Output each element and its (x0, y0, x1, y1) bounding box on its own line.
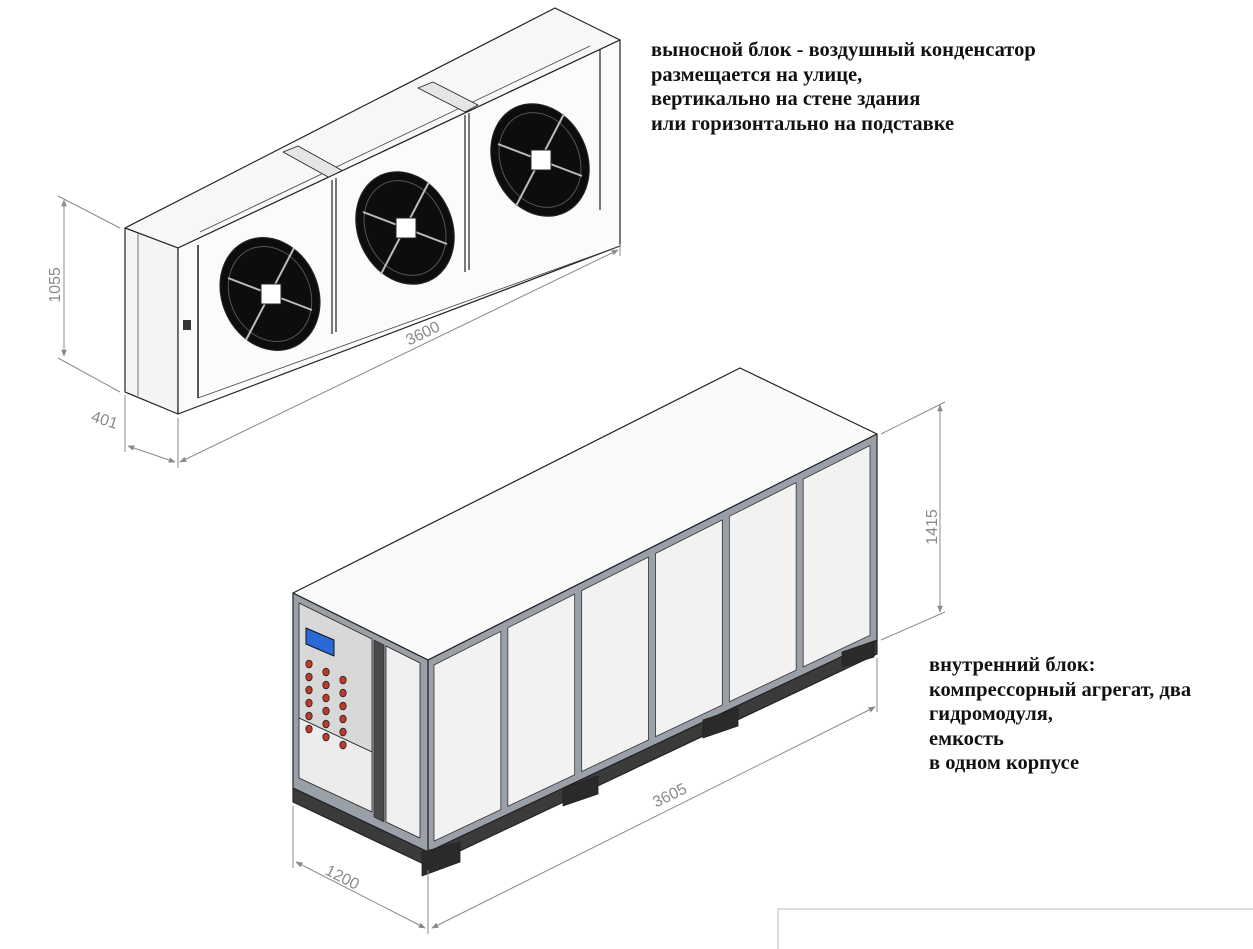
control-button (322, 667, 330, 677)
control-button (339, 701, 347, 711)
control-button (339, 727, 347, 737)
outdoor-desc-line-1: выносной блок - воздушный конденсатор (651, 39, 1036, 61)
outdoor-desc-line-2: размещается на улице, (651, 63, 863, 86)
dimension-indoor-length: 3605 (650, 780, 690, 811)
control-button (305, 724, 313, 734)
dimension-outdoor-height: 1055 (47, 267, 64, 303)
control-button (339, 714, 347, 724)
control-button (322, 693, 330, 703)
side-panel (728, 482, 797, 703)
control-button (322, 680, 330, 690)
outdoor-dimension-lines (57, 195, 621, 468)
outdoor-condenser-unit (124, 7, 621, 415)
outdoor-desc-line-4: или горизонтально на подставке (651, 112, 955, 135)
control-button (305, 672, 313, 682)
side-panel (433, 630, 502, 842)
dimension-outdoor-depth: 401 (89, 409, 120, 433)
outdoor-unit-description: выносной блок - воздушный конденсатор ра… (651, 38, 1036, 136)
control-button (305, 711, 313, 721)
outdoor-desc-line-3: вертикально на стене здания (651, 88, 921, 111)
indoor-dimension-lines (292, 401, 946, 934)
side-panel (507, 593, 576, 807)
indoor-unit-description: внутренний блок: компрессорный агрегат, … (929, 653, 1191, 776)
fan-3 (490, 103, 590, 217)
control-button (305, 659, 313, 669)
control-button-grid (305, 659, 347, 750)
indoor-desc-line-3: гидромодуля, (929, 703, 1053, 726)
control-button (322, 719, 330, 729)
control-button (322, 706, 330, 716)
indoor-desc-line-4: емкость (929, 727, 1004, 750)
control-button (322, 732, 330, 742)
indoor-desc-line-5: в одном корпусе (929, 752, 1080, 775)
control-button (305, 698, 313, 708)
control-button (339, 688, 347, 698)
side-panel (655, 519, 723, 738)
indoor-desc-line-2: компрессорный агрегат, два (929, 678, 1192, 701)
control-button (339, 675, 347, 685)
dimension-indoor-height: 1415 (924, 509, 941, 545)
side-panel (802, 444, 871, 668)
frame-corner-line (777, 908, 1253, 949)
dimension-indoor-depth: 1200 (322, 862, 362, 893)
control-button (339, 740, 347, 750)
control-button (305, 685, 313, 695)
indoor-desc-line-1: внутренний блок: (929, 654, 1096, 676)
side-panel (581, 556, 649, 773)
